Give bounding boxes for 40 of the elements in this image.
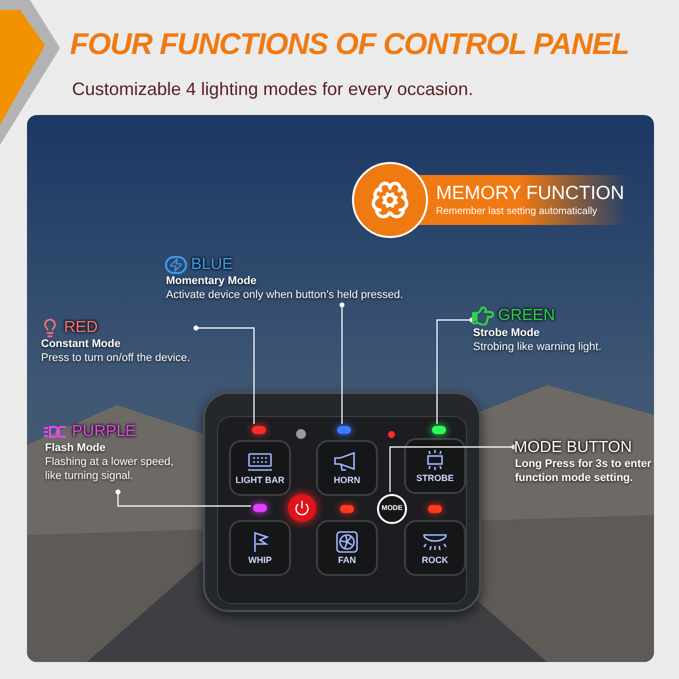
feature-heading: MEMORY FUNCTION: [436, 182, 626, 206]
switch-key: [229, 440, 291, 496]
leader-line: [116, 490, 251, 507]
switch-key: [316, 520, 378, 576]
switch-key: [404, 520, 466, 576]
mode-name: Flash Mode: [44, 442, 107, 456]
feature-description: Remember last setting automatically: [436, 206, 598, 218]
mode-description: Strobing like warning light.: [472, 340, 602, 354]
memory-banner: [352, 160, 627, 240]
mode-heading: BLUE: [191, 255, 233, 275]
mode-name: Momentary Mode: [165, 275, 258, 289]
page-title: FOUR FUNCTIONS OF CONTROL PANEL: [70, 30, 629, 60]
indicator-light: [337, 426, 351, 434]
mode-description: Activate device only when button’s held pressed.: [165, 288, 404, 302]
key-label: HORN: [334, 476, 360, 485]
key-label: WHIP: [248, 556, 272, 565]
indicator-light: [252, 426, 266, 434]
mode-heading: MODE BUTTON: [514, 438, 632, 458]
switch-key: [229, 520, 291, 576]
mode-heading: GREEN: [498, 306, 555, 326]
indicator-light: [253, 504, 267, 512]
leader-line: [436, 318, 474, 424]
key-label: FAN: [338, 556, 356, 565]
mode-heading: RED: [64, 318, 98, 338]
key-label: LIGHT BAR: [236, 476, 284, 485]
mode-name: Strobe Mode: [472, 327, 541, 341]
indicator-light: [432, 426, 446, 434]
key-label: ROCK: [422, 556, 448, 565]
mode-name: Long Press for 3s to enter function mode setting.: [514, 458, 652, 486]
switch-key: [404, 438, 466, 494]
mode-name: Constant Mode: [40, 338, 122, 352]
subtitle: Customizable 4 lighting modes for every occasion.: [72, 78, 474, 101]
key-label: STROBE: [416, 474, 454, 483]
mode-heading: PURPLE: [72, 422, 136, 442]
mode-description: Flashing at a lower speed, like turning signal.: [44, 456, 174, 484]
leader-line: [340, 302, 344, 424]
leader-line: [194, 326, 255, 424]
switch-key: [316, 440, 378, 496]
control-panel-device: [203, 392, 481, 612]
mode-description: Press to turn on/off the device.: [40, 352, 191, 366]
